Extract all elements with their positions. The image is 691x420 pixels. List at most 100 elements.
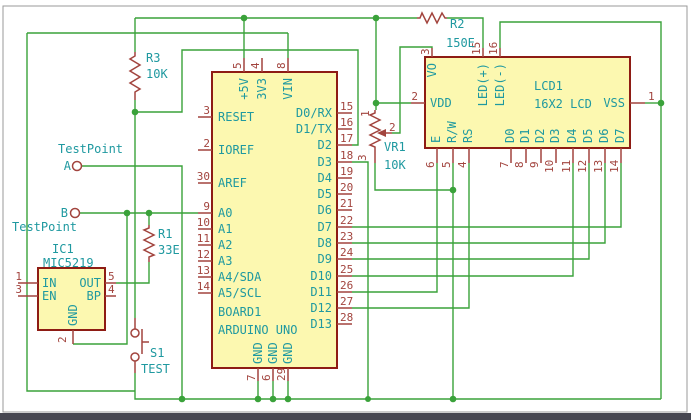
resistor-r3[interactable] [128,52,142,100]
pin-number: 13 [197,264,210,277]
pin-label: BP [87,289,101,303]
sheet-border [2,5,688,413]
pin-number: 25 [340,263,353,276]
pin-number: 10 [543,160,556,173]
pin-label: D2 [318,138,332,152]
pin-number: 26 [340,279,353,292]
component-ref: BOARD1 [218,305,261,319]
pin-number: 16 [340,116,353,129]
pin-label: D4 [565,129,579,143]
component-value: TEST [141,362,170,376]
pin-label: A2 [218,238,232,252]
pin-number: 8 [275,62,288,69]
pin-label: D9 [318,252,332,266]
pin-label: D3 [548,129,562,143]
testpoint-b[interactable] [69,207,81,219]
wiper-arrow-icon [377,129,386,137]
pin-label: 3V3 [255,78,269,100]
pin-label: GND [66,304,80,326]
switch-s1[interactable] [130,318,149,373]
wire-layer [26,17,662,400]
pin-number: 30 [197,170,210,183]
pin-stubs [18,48,645,381]
pin-number: 24 [340,246,354,259]
pin-label: D12 [310,301,332,315]
pin-number: 5 [108,270,115,283]
testpoint-label: A [64,159,72,173]
pin-label: D0 [503,129,517,143]
pin-label: D6 [318,203,332,217]
component-ref: S1 [150,346,164,360]
component-ref: VR1 [384,140,406,154]
lcd-display-texts: LCD1 16X2 LCD VDD 2 VSS 1 VO LED(+) LED(… [411,42,654,173]
pin-label: LED(+) [476,63,490,106]
pin-label: A0 [218,206,232,220]
pin-number: 11 [560,160,573,173]
junction-dots [123,14,665,403]
pin-number: 1 [648,90,655,103]
regulator-ic-body[interactable] [37,267,106,331]
pin-label: VO [425,63,439,77]
pin-label: VIN [281,78,295,100]
pin-label: D1/TX [296,122,333,136]
component-value: 150E [446,36,475,50]
testpoint-a[interactable] [71,160,83,172]
pin-number: 4 [249,62,262,69]
pin-label: RESET [218,110,254,124]
pin-number: 20 [340,181,353,194]
component-value: MIC5219 [43,256,94,270]
resistor-r2[interactable] [417,11,447,25]
pin-label: VSS [603,96,625,110]
pin-number: 5 [231,62,244,69]
pin-number: 7 [498,161,511,168]
pin-number: 2 [203,137,210,150]
pin-label: A4/SDA [218,270,262,284]
pin-number: 2 [389,121,396,134]
potentiometer-vr1[interactable] [368,110,392,163]
testpoint-label: B [61,206,68,220]
testpoint-name: TestPoint [12,220,77,234]
resistor-r1[interactable] [142,225,156,262]
pin-label: D5 [581,129,595,143]
pin-number: 6 [260,374,273,381]
component-ref: IC1 [52,242,74,256]
pin-number: 9 [203,200,210,213]
pin-number: 18 [340,149,353,162]
pin-number: 7 [245,374,258,381]
pin-label: R/W [445,121,459,143]
pin-label: LED(-) [493,63,507,106]
pin-label: IN [42,276,56,290]
pin-label: +5V [237,78,251,100]
pin-label: D8 [318,236,332,250]
component-value: 16X2 LCD [534,97,592,111]
pin-number: 27 [340,295,353,308]
pin-label: D0/RX [296,106,333,120]
pin-number: 16 [487,42,500,55]
component-ref: R2 [450,17,464,31]
pin-number: 14 [197,280,211,293]
pin-label: D1 [518,129,532,143]
pin-label: GND [251,342,265,364]
pin-label: D3 [318,155,332,169]
passive-texts: R3 10K R1 33E R2 150E VR1 10K 1 2 3 S1 T… [12,17,475,376]
pin-label: A5/SCL [218,286,261,300]
pin-label: IOREF [218,143,254,157]
window-footer-bar [0,413,691,420]
pin-number: 15 [340,100,353,113]
pin-number: 28 [340,311,353,324]
pin-number: 1 [359,110,372,117]
regulator-ic-texts: IC1 MIC5219 IN EN OUT BP 1 3 5 4 GND 2 [15,242,115,343]
pin-number: 13 [592,160,605,173]
component-ref: R3 [146,51,160,65]
pin-number: 19 [340,165,353,178]
pin-number: 22 [340,214,353,227]
pin-label: OUT [79,276,101,290]
pin-number: 17 [340,132,353,145]
component-ref: LCD1 [534,79,563,93]
pin-label: D4 [318,171,332,185]
pin-label: A1 [218,222,232,236]
arduino-board-body[interactable] [211,71,338,369]
pin-label: D7 [318,220,332,234]
